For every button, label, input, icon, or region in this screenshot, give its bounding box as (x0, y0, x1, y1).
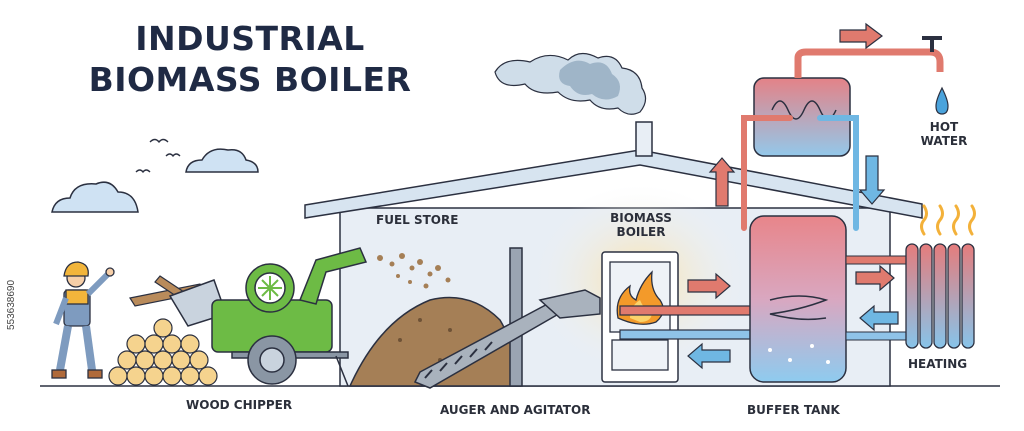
wood-particles (377, 253, 451, 289)
title-line-1: INDUSTRIAL (135, 19, 365, 58)
label-biomass-boiler: BIOMASS BOILER (598, 211, 684, 239)
arrow-right-radiator-icon (855, 264, 895, 292)
label-hot-water-line-2: WATER (920, 134, 968, 148)
label-fuel-store: FUEL STORE (376, 213, 459, 227)
arrow-right-hot-icon (687, 272, 731, 300)
stock-id-watermark: 553638690 (6, 279, 17, 330)
water-drop-icon (935, 86, 949, 115)
label-biomass-boiler-line-2: BOILER (616, 225, 666, 239)
chimney (635, 121, 653, 157)
label-auger-agitator: AUGER AND AGITATOR (440, 403, 591, 417)
cloud-left (51, 181, 139, 213)
hot-water-loop (741, 115, 859, 231)
buffer-tank (749, 215, 847, 383)
arrow-left-cold-icon (687, 342, 731, 370)
worker (51, 261, 115, 379)
arrow-down-icon (858, 155, 886, 205)
cloud-right (185, 148, 259, 173)
auger-conveyor (413, 289, 601, 389)
title-line-2: BIOMASS BOILER (88, 60, 412, 99)
label-wood-chipper: WOOD CHIPPER (186, 398, 293, 412)
divider-post (509, 247, 523, 387)
arrow-left-radiator-icon (859, 304, 899, 332)
birds (135, 138, 181, 174)
label-hot-water: HOT WATER (916, 120, 972, 148)
label-biomass-boiler-line-1: BIOMASS (610, 211, 672, 225)
arrow-right-top-icon (839, 22, 883, 50)
log-pile (108, 318, 218, 386)
label-buffer-tank: BUFFER TANK (747, 403, 840, 417)
heat-waves-icon (920, 204, 976, 236)
label-heating: HEATING (908, 357, 968, 371)
arrow-up-icon (708, 157, 736, 207)
label-hot-water-line-1: HOT (929, 120, 959, 134)
smoke (494, 52, 647, 115)
page-title: INDUSTRIAL BIOMASS BOILER (70, 18, 430, 100)
radiator (845, 243, 975, 349)
wood-chipper (168, 247, 368, 387)
faucet-icon (794, 36, 944, 78)
